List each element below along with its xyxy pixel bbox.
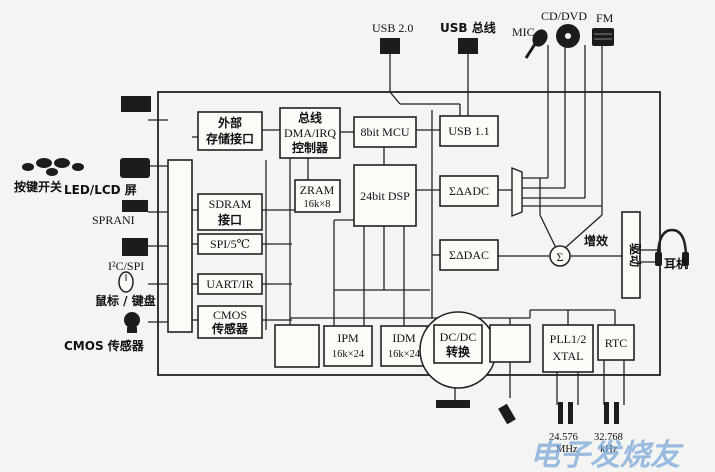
rtc-label: RTC [605, 336, 628, 350]
idm-block: IDM 16k×24 [380, 325, 428, 367]
uart-block: UART/IR [197, 273, 263, 295]
pll-label-1: PLL1/2 [550, 332, 587, 346]
fm-label: FM [596, 11, 614, 25]
bus-dma-block: 总线 DMA/IRQ 控制器 [279, 107, 341, 159]
cmos-label-2: 传感器 [211, 321, 249, 336]
mcu-label: 8bit MCU [360, 125, 409, 139]
led-lcd-label: LED/LCD 屏 [64, 183, 137, 197]
keypad-icon [22, 158, 84, 176]
storage-chip-icon [121, 96, 151, 112]
mouse-kbd-label: 鼠标 / 键盘 [95, 293, 156, 308]
sdram-label-1: SDRAM [209, 197, 252, 211]
earphone-label: 耳机 [664, 256, 688, 271]
cmos-label-1: CMOS [213, 308, 247, 322]
power-plug-icon [498, 403, 516, 425]
dcdc-label-1: DC/DC [440, 330, 477, 344]
cmos-sensor-label: CMOS 传感器 [64, 338, 145, 353]
gain-label: 增效 [584, 233, 609, 248]
watermark: 电子发烧友 [530, 438, 684, 472]
chip-boundary [157, 91, 661, 376]
zram-block: ZRAM 16k×8 [294, 179, 341, 213]
ext-storage-label-1: 外部 [218, 115, 242, 130]
headphone-icon [655, 228, 689, 266]
dcdc-block: DC/DC 转换 [419, 311, 497, 389]
dsp-label: 24bit DSP [360, 189, 410, 203]
usb-plug-icon [380, 38, 400, 54]
dac-block: ΣΔDAC [439, 239, 499, 271]
cddvd-label: CD/DVD [541, 9, 587, 23]
ipm-label-1: IPM [337, 331, 359, 345]
unlabeled-block-right [489, 324, 531, 363]
sdram-block: SDRAM 接口 [197, 193, 263, 231]
microphone-icon [524, 29, 548, 59]
display-icon [120, 158, 150, 178]
dac-label: ΣΔDAC [449, 248, 489, 262]
unlabeled-block-left [274, 324, 320, 368]
crystal-right-icon [604, 402, 619, 424]
spi-label: SPI/5℃ [210, 237, 250, 251]
sdram-label-2: 接口 [218, 212, 242, 227]
i2c-spi-label: I²C/SPI [108, 259, 144, 273]
usb-bus-plug-icon [458, 38, 478, 54]
mouse-icon [118, 271, 134, 293]
cmos-block: CMOS 传感器 [197, 305, 263, 339]
uart-label: UART/IR [206, 277, 253, 291]
idm-label-1: IDM [392, 331, 416, 345]
dsp-block: 24bit DSP [353, 164, 417, 227]
amp-label: 驱动 [628, 243, 642, 267]
battery-icon [436, 400, 470, 408]
i2c-chip-icon [122, 238, 148, 256]
connection-lines [148, 45, 658, 405]
sum-junction: Σ [549, 245, 571, 267]
sprani-chip-icon [122, 200, 148, 212]
ext-storage-block: 外部 存储接口 [197, 111, 263, 151]
bus-dma-label-1: 总线 [298, 110, 322, 125]
radio-icon [592, 28, 614, 46]
ext-storage-label-2: 存储接口 [205, 131, 254, 146]
spi-block: SPI/5℃ [197, 233, 263, 255]
crystal-right-freq: 32.768 [594, 432, 623, 443]
crystal-right-unit: kHz [600, 444, 618, 455]
crystal-left-freq: 24.576 [549, 432, 578, 443]
usb11-label: USB 1.1 [448, 124, 489, 138]
pll-block: PLL1/2 XTAL [542, 324, 594, 373]
ipm-label-2: 16k×24 [332, 349, 365, 360]
left-bus-bar [167, 159, 193, 333]
adc-block: ΣΔADC [439, 175, 499, 207]
idm-label-2: 16k×24 [388, 349, 421, 360]
rtc-block: RTC [597, 324, 635, 361]
adc-label: ΣΔADC [449, 184, 489, 198]
mcu-block: 8bit MCU [353, 116, 417, 148]
dcdc-label-2: 转换 [446, 344, 471, 359]
camera-icon [124, 312, 140, 333]
zram-label-1: ZRAM [300, 183, 335, 197]
pll-label-2: XTAL [552, 349, 583, 363]
adc-mux [511, 166, 523, 218]
mic-label: MIC [512, 25, 535, 39]
usb11-block: USB 1.1 [439, 115, 499, 147]
ipm-block: IPM 16k×24 [323, 325, 373, 367]
disc-icon [556, 24, 580, 48]
bus-dma-label-2: DMA/IRQ [284, 126, 336, 140]
bus-dma-label-3: 控制器 [292, 140, 329, 155]
sum-label: Σ [557, 250, 564, 264]
sprani-label: SPRANI [92, 213, 135, 227]
usb20-label: USB 2.0 [372, 21, 413, 35]
crystal-left-unit: MHz [556, 444, 578, 455]
usb-bus-label: USB 总线 [440, 20, 496, 35]
zram-label-2: 16k×8 [304, 199, 331, 210]
keys-label: 按键开关 [14, 179, 62, 194]
amp-block: 驱动 [621, 211, 642, 299]
crystal-left-icon [558, 402, 573, 424]
